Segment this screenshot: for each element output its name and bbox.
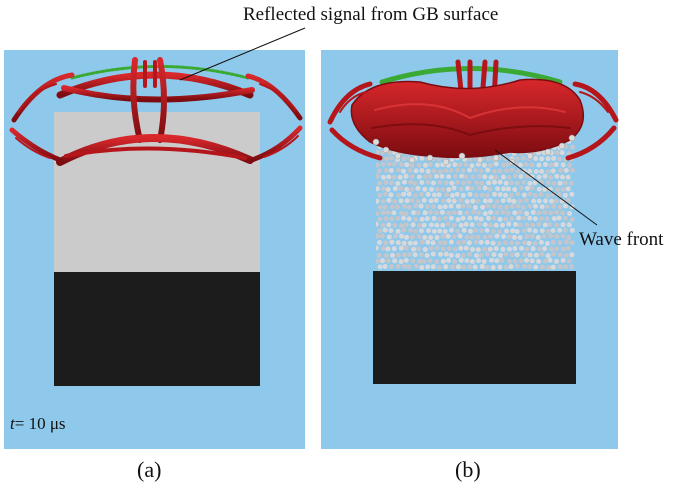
panel-label-a: (a) xyxy=(137,457,162,482)
time-value: = 10 μs xyxy=(14,414,66,433)
annotation-reflected-signal: Reflected signal from GB surface xyxy=(243,4,499,25)
leader-line-wave-front xyxy=(494,149,598,226)
solid-block xyxy=(373,271,576,384)
time-label: t= 10 μs xyxy=(10,414,66,434)
reflected-wave-a xyxy=(9,57,303,166)
panel-label-b: (b) xyxy=(455,457,481,482)
annotation-wave-front: Wave front xyxy=(579,229,664,250)
panel-a xyxy=(4,50,305,449)
reflected-wave-b xyxy=(327,59,619,166)
solid-block xyxy=(54,272,260,386)
leader-line-reflected xyxy=(179,27,306,81)
time-variable: t xyxy=(10,414,15,433)
